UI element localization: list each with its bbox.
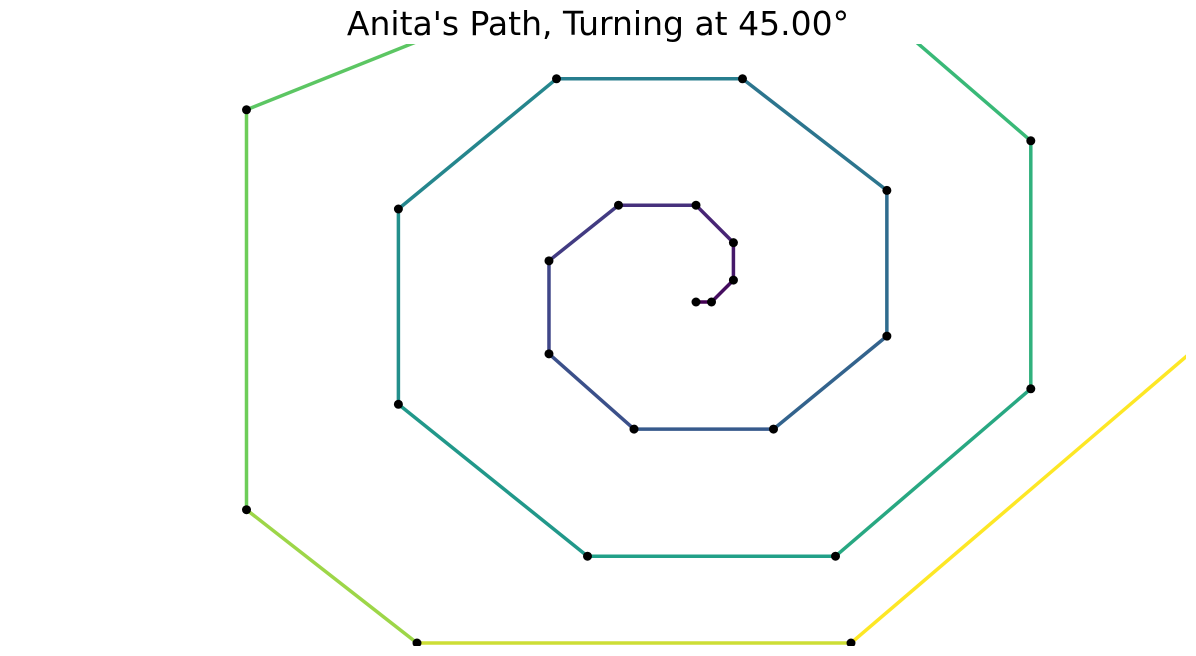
chart-title: Anita's Path, Turning at 45.00° — [346, 4, 850, 43]
path-segment — [849, 354, 1186, 645]
path-point — [691, 200, 701, 210]
path-segment — [740, 77, 889, 193]
path-point — [242, 505, 251, 515]
path-segment — [694, 203, 736, 245]
path-point — [707, 297, 716, 307]
path-segment — [396, 402, 590, 558]
path-segment — [244, 44, 416, 112]
path-point — [846, 638, 856, 646]
path-point — [544, 349, 554, 359]
path-point — [831, 551, 840, 561]
path-point — [738, 74, 747, 84]
path-segment — [547, 352, 636, 431]
path-point — [691, 297, 701, 307]
path-point — [882, 185, 892, 195]
path-point — [769, 424, 778, 434]
path-point — [393, 204, 403, 214]
path-point — [544, 256, 554, 266]
path-point — [393, 399, 403, 409]
path-segment — [547, 203, 621, 263]
path-point — [1026, 136, 1036, 146]
path-point — [412, 638, 422, 646]
path-point — [242, 105, 251, 115]
path-point — [728, 275, 738, 285]
path-segment — [709, 278, 736, 304]
path-segment — [771, 334, 889, 431]
path-point — [728, 238, 738, 248]
path-segments — [244, 44, 1186, 645]
path-point — [882, 331, 892, 341]
path-point — [583, 551, 592, 561]
path-point — [1026, 384, 1036, 394]
path-point — [614, 200, 623, 210]
path-segment — [396, 77, 559, 211]
path-point — [1188, 347, 1196, 356]
path-points — [242, 74, 1196, 646]
path-segment — [833, 387, 1033, 558]
path-point — [552, 74, 561, 84]
path-segment — [915, 44, 1033, 143]
path-segment — [244, 507, 419, 645]
path-point — [629, 424, 639, 434]
